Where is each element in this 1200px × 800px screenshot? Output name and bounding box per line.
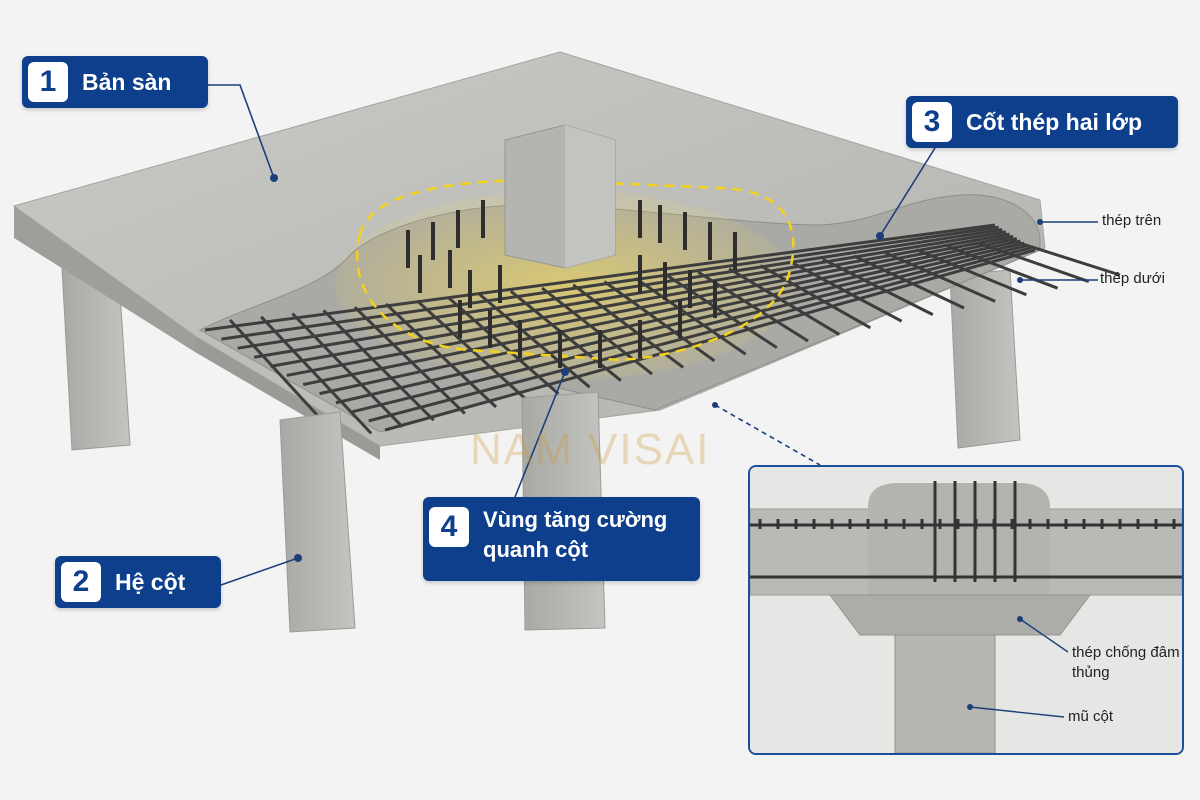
section-detail-inset: thép chống đâm thủng mũ cột (748, 465, 1184, 755)
top-steel-label: thép trên (1102, 212, 1162, 229)
punching-zone-outline (355, 178, 795, 362)
rebar-bar (634, 277, 747, 356)
rebar-bar (759, 264, 872, 330)
callout-number: 4 (429, 507, 469, 547)
callout-label: Cốt thép hai lớp (966, 109, 1143, 135)
rebar-bar (447, 296, 560, 395)
bottom-steel-label: thép dưới (1100, 270, 1165, 287)
rebar-bar (915, 248, 1027, 297)
rebar-bar (302, 237, 1018, 387)
callout-label: Vùng tăng cường quanh cột (483, 507, 668, 562)
section-detail-drawing (750, 467, 1182, 753)
callout-number: 2 (61, 562, 101, 602)
rebar-bar (291, 312, 404, 428)
rebar-bar (790, 261, 903, 323)
rebar-bar (237, 228, 1003, 350)
rebar-bar (822, 257, 934, 316)
rebar-bar (947, 244, 1059, 290)
rebar-bar (286, 234, 1014, 377)
callout-label: Bản sàn (82, 69, 172, 95)
rebar-bar (884, 251, 996, 303)
rebar-bar (478, 293, 591, 389)
rebar-bar (204, 223, 996, 332)
punching-steel-label: thép chống đâm thủng (1072, 644, 1180, 681)
leader-lines (208, 84, 1098, 586)
rebar-bar (416, 299, 529, 402)
column-cap-label: mũ cột (1068, 708, 1114, 725)
callout-number: 3 (912, 102, 952, 142)
shear-studs (406, 200, 737, 368)
rebar-bar (319, 239, 1021, 396)
rebar-bar (728, 267, 840, 336)
rebar-bar (1009, 238, 1121, 277)
rebar-bar (253, 230, 1007, 359)
callout-reinforced-zone: 4 Vùng tăng cường quanh cột (423, 497, 700, 581)
rebar-bar (351, 243, 1029, 414)
front-left-column (279, 411, 356, 633)
rebar-bar (665, 273, 778, 349)
callout-double-rebar: 3 Cốt thép hai lớp (906, 96, 1178, 148)
watermark-text: NAM VISAI (470, 425, 711, 474)
rebar-bar (221, 225, 999, 341)
rebar-bar (384, 302, 498, 409)
upper-column (504, 124, 616, 269)
rebar-bar (322, 309, 435, 422)
slab-left-edge (14, 206, 210, 352)
rebar-bar (978, 241, 1090, 284)
rebar-bar (603, 280, 716, 363)
callout-columns: 2 Hệ cột (55, 556, 221, 608)
rebar-bar (260, 315, 373, 435)
callout-slab: 1 Bản sàn (22, 56, 208, 108)
callout-number: 1 (28, 62, 68, 102)
callout-label: Hệ cột (115, 569, 186, 595)
rebar-bar (353, 306, 466, 415)
rebar-bar (853, 254, 965, 310)
rebar-bar (509, 290, 622, 382)
